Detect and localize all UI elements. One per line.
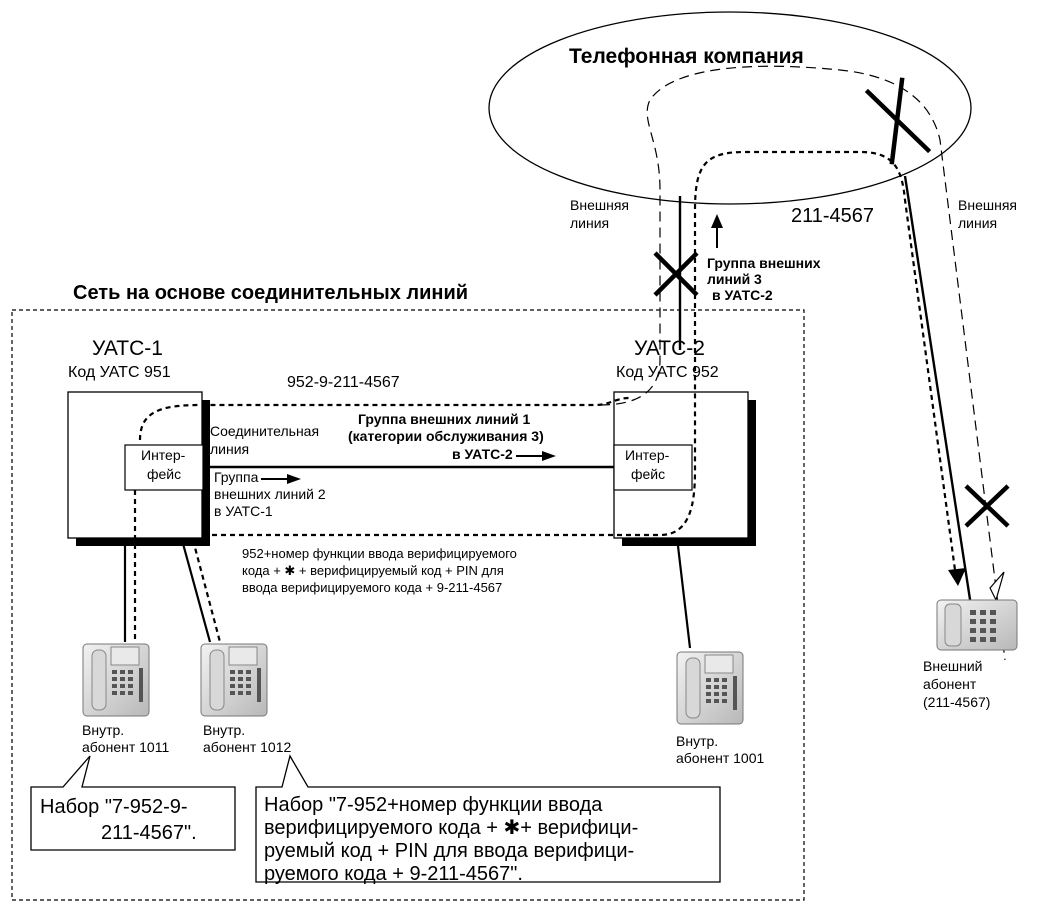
pbx2-interface-label-1: Интер- [625,447,670,463]
callout-left-box [30,755,236,851]
outside-phone-icon [936,599,1018,651]
ext-1012-label-2: абонент 1012 [203,739,292,755]
tie-line-label-2: линия [210,441,250,457]
verify-text-3: ввода верифицируемого кода + 9-211-4567 [242,580,503,595]
callout-right-text-1: Набор "7-952+номер функции ввода [264,794,603,816]
wire-pbx2-1001 [676,545,692,649]
trunk-group2-label-1: Группа [214,469,259,485]
phone-company-cloud [488,11,972,205]
trunk-group1-label-3: в УАТС-2 [452,446,513,462]
call-path-bold-dashed [138,396,631,441]
trunk-group3-label-1: Группа внешних [707,255,821,271]
external-line-left-label-1: Внешняя [570,197,629,213]
callout-left-text-1: Набор "7-952-9- [40,796,188,818]
tie-line-label-1: Соединительная [210,423,320,439]
trunk-network-boundary [11,309,805,901]
outside-party-label-3: (211-4567) [923,694,991,710]
pbx1-code: Код УАТС 951 [68,364,171,381]
arrow-to-outside-phone [948,568,966,586]
phone-number-label: 211-4567 [791,205,875,227]
callout-right-text-3: руемый код + PIN для ввода верифици- [264,840,635,862]
pbx2-name: УАТС-2 [634,337,705,360]
phone-1001-icon [676,651,744,725]
arrow-hollow [989,571,1005,602]
call-path-bottom-dashed [203,380,697,537]
outside-party-label-2: абонент [923,676,977,692]
arrow-up-head [711,214,723,228]
cross-left-line-icon [653,251,699,297]
outside-party-label-1: Внешний [923,658,983,674]
trunk-group3-label-2: линий 3 [707,271,762,287]
pbx2-code: Код УАТС 952 [616,364,719,381]
ext-1001-label-1: Внутр. [676,733,719,749]
ext-1011-label-2: абонент 1011 [82,739,170,755]
ext-1012-label-1: Внутр. [203,722,246,738]
trunk-group2-label-3: в УАТС-1 [214,503,273,519]
pbx1-interface-label-1: Интер- [141,447,186,463]
dialed-number-label: 952-9-211-4567 [287,374,400,391]
wire-pbx1-1012 [180,539,212,643]
callout-right-box [255,754,721,883]
ext-1001-label-2: абонент 1001 [676,750,765,766]
pbx2-interface-label-2: фейс [631,466,666,482]
arrow-right-tg2 [287,474,301,484]
phone-1012-icon [200,643,268,717]
trunk-group3-label-3: в УАТС-2 [712,287,773,303]
callout-right-text-2: верифицируемого кода + ✱+ верифици- [264,817,639,839]
network-title: Сеть на основе соединительных линий [73,282,469,304]
trunk-group2-label-2: внешних линий 2 [214,486,326,502]
callout-right-text-4: руемого кода + 9-211-4567". [264,863,523,885]
phone-1011-icon [82,643,150,717]
external-line-left-label-2: линия [570,215,610,231]
trunk-group1-label-2: (категории обслуживания 3) [348,428,544,444]
verify-text-1: 952+номер функции ввода верифицируемого [242,546,517,561]
external-line-right-label-2: линия [958,215,998,231]
arrow-right-tg1 [542,451,556,461]
cross-company-icon [864,77,932,165]
call-path-thin-dashed [599,65,1006,661]
trunk-group1-label-1: Группа внешних линий 1 [358,411,531,427]
cross-right-line-icon [964,484,1010,528]
external-line-right-label-1: Внешняя [958,197,1017,213]
verify-text-2: кода + ✱ + верифицируемый код + PIN для [242,563,504,578]
pbx1-interface-label-2: фейс [147,466,182,482]
pbx1-interface-box [124,444,204,491]
pbx1-name: УАТС-1 [92,337,163,360]
ext-1011-label-1: Внутр. [82,722,125,738]
external-line-right [903,175,977,633]
phone-company-title: Телефонная компания [569,45,804,68]
callout-left-text-2: 211-4567". [101,822,197,844]
